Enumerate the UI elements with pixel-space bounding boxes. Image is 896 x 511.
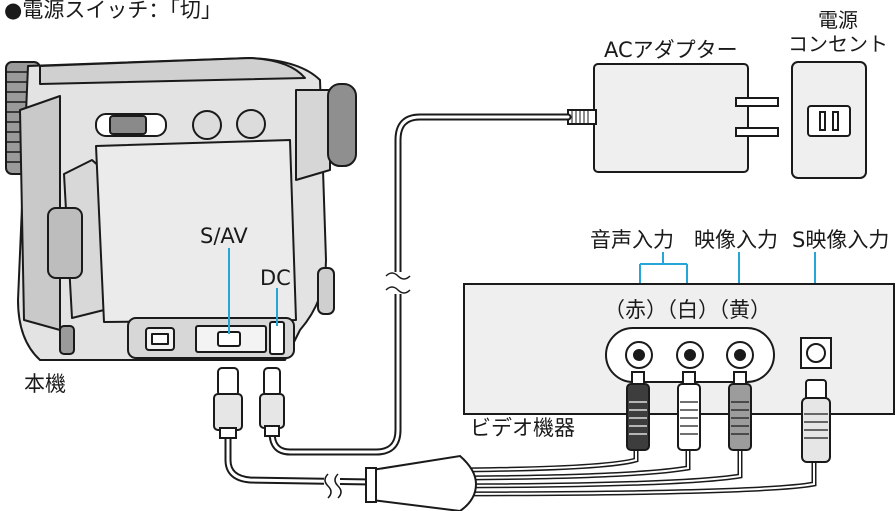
ac-adapter-illustration (567, 63, 779, 173)
camera-plugs (213, 367, 285, 439)
yellow-jack-label: （黄） (708, 298, 771, 322)
device-plugs (626, 371, 831, 463)
video-input-label: 映像入力 (694, 228, 778, 252)
video-device-label: ビデオ機器 (470, 416, 575, 440)
s-video-input-label: S映像入力 (792, 228, 890, 252)
outlet-label-line1: 電源 (818, 8, 858, 32)
rca-jacks (625, 341, 754, 369)
ac-adapter-label: ACアダプター (604, 38, 738, 62)
cable-junction-box (371, 454, 478, 511)
white-jack-label: （白） (656, 298, 719, 322)
camcorder-illustration (5, 57, 357, 361)
audio-input-label: 音声入力 (590, 228, 674, 252)
power-switch-heading: ●電源スイッチ：「切」 (4, 0, 222, 22)
s-av-terminal-label: S/AV (200, 224, 248, 248)
outlet-label-line2: コンセント (788, 32, 888, 56)
dc-terminal-label: DC (260, 266, 291, 290)
red-jack-label: （赤） (604, 298, 667, 322)
camera-label: 本機 (24, 372, 66, 396)
break-marks (324, 272, 412, 499)
s-video-jack (800, 337, 832, 369)
power-outlet-illustration (791, 61, 867, 179)
